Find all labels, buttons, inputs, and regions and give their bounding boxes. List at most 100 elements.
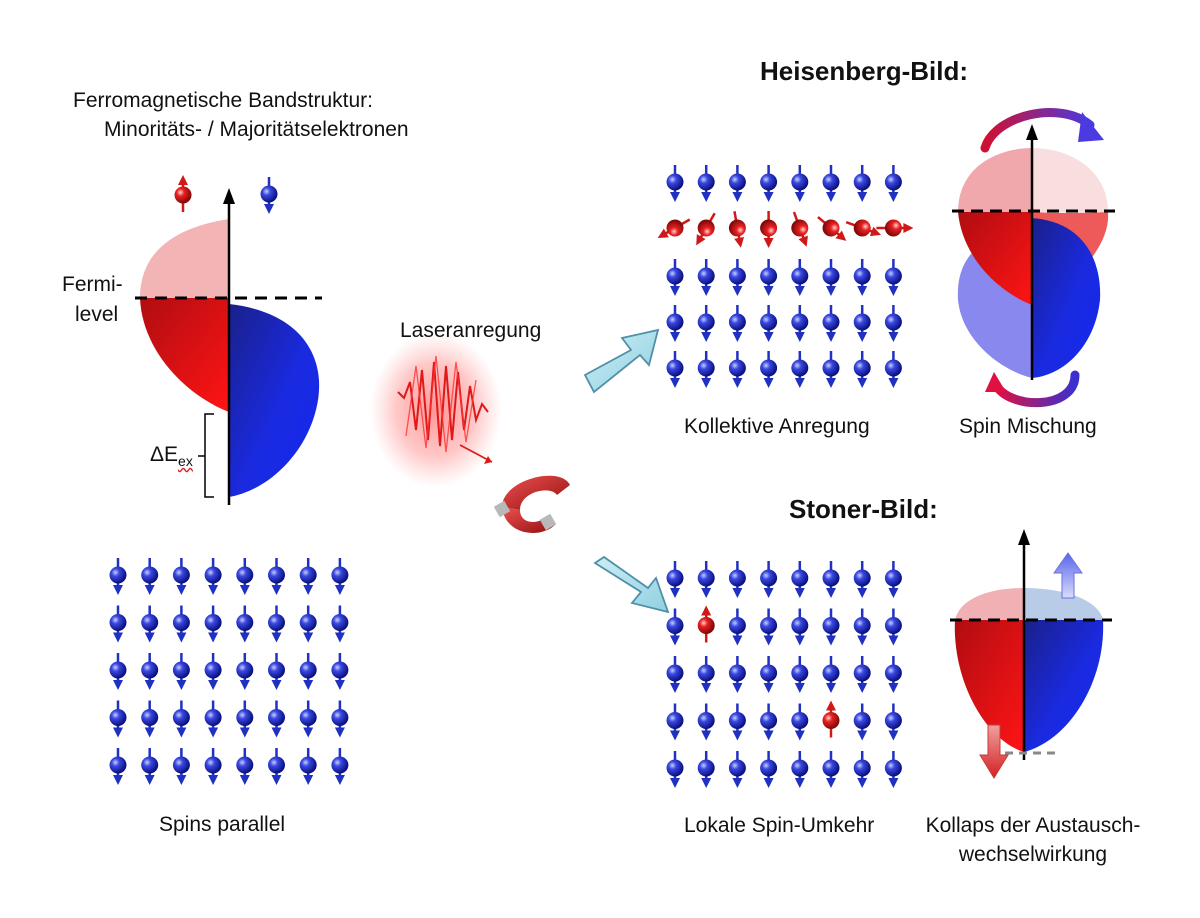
fermi-label-line2: level — [75, 303, 119, 326]
laser-label: Laseranregung — [400, 319, 542, 342]
spin-down — [758, 607, 779, 647]
spin-down — [821, 749, 841, 790]
spin-down — [852, 163, 872, 204]
spin-down — [139, 746, 160, 787]
ground-state-spin-lattice — [108, 556, 350, 787]
spin-down — [821, 559, 841, 600]
spin-down — [696, 303, 716, 344]
spin-down — [696, 749, 716, 790]
spin-down — [696, 654, 716, 695]
laser-wave — [397, 361, 489, 447]
spin-down — [790, 349, 810, 390]
spin-down — [790, 303, 810, 344]
minority-shift-down-arrow — [979, 724, 1009, 779]
spin-down — [727, 749, 748, 790]
majority-shift-up-arrow — [1053, 552, 1083, 599]
spin-down — [758, 702, 779, 742]
spin-down — [852, 257, 872, 298]
spin-down — [883, 257, 904, 298]
precessing-spin — [875, 218, 915, 238]
spin-down — [821, 654, 841, 695]
ground-state-caption: Spins parallel — [159, 813, 286, 836]
spin-mixing-diagram — [952, 108, 1115, 408]
precessing-spin — [687, 207, 724, 251]
spin-down — [235, 746, 255, 787]
spin-down — [758, 749, 779, 790]
band-structure-title-line1: Ferromagnetische Bandstruktur: — [73, 89, 373, 112]
spin-down — [330, 556, 350, 597]
spin-down — [758, 303, 779, 344]
arrow-to-stoner — [593, 555, 670, 614]
spin-down — [883, 559, 904, 600]
spin-down — [665, 349, 685, 390]
spin-down — [696, 257, 716, 298]
spin-down — [758, 163, 779, 204]
majority-spin-icon — [259, 175, 279, 216]
spin-down — [790, 607, 810, 647]
spin-down — [171, 651, 192, 692]
spin-down — [235, 699, 255, 739]
spin-down — [330, 699, 350, 739]
laser-pulse-graphic — [370, 332, 502, 488]
heisenberg-spin-wave-row — [652, 207, 915, 251]
precessing-spin — [652, 210, 696, 247]
spin-down — [852, 303, 872, 344]
spin-down — [665, 607, 685, 647]
spin-down — [883, 749, 904, 790]
spin-down — [665, 559, 685, 600]
exchange-collapse-caption-line1: Kollaps der Austausch- — [925, 814, 1141, 837]
spin-down — [298, 556, 318, 597]
spin-down — [235, 651, 255, 692]
spin-down — [203, 699, 223, 739]
spin-down — [266, 699, 287, 739]
spin-down — [727, 654, 748, 695]
spin-down — [203, 604, 223, 644]
spin-down — [883, 303, 904, 344]
spin-down — [171, 746, 192, 787]
spin-down — [139, 556, 160, 597]
exchange-subscript: ex — [178, 453, 193, 470]
laser-wave-2 — [405, 355, 477, 453]
spin-down — [330, 651, 350, 692]
spin-down — [852, 654, 872, 695]
stoner-spin-lattice — [665, 559, 904, 790]
spin-down — [665, 749, 685, 790]
spin-down — [821, 349, 841, 390]
spin-down — [758, 559, 779, 600]
exchange-symbol: ΔE — [150, 443, 179, 466]
spin-down — [235, 604, 255, 644]
minority-band-below-fermi — [140, 298, 229, 412]
spin-down — [727, 163, 748, 204]
spin-down — [758, 349, 779, 390]
spin-down — [883, 702, 904, 742]
spin-down — [790, 163, 810, 204]
spin-down — [108, 746, 128, 787]
spin-down — [235, 556, 255, 597]
spin-down — [727, 303, 748, 344]
spin-down — [727, 702, 748, 742]
spin-down — [665, 257, 685, 298]
spin-down — [665, 163, 685, 204]
fermi-label-line1: Fermi- — [62, 273, 123, 296]
arrow-to-heisenberg — [583, 328, 660, 394]
spin-down — [108, 556, 128, 597]
precessing-spin — [724, 208, 751, 251]
spin-down — [821, 607, 841, 647]
energy-axis-arrowhead — [223, 188, 235, 204]
spin-down — [883, 163, 904, 204]
heisenberg-spin-lattice — [665, 163, 904, 390]
spin-down — [266, 604, 287, 644]
spin-down — [727, 607, 748, 647]
spin-down — [852, 607, 872, 647]
local-spin-flip-caption: Lokale Spin-Umkehr — [684, 814, 875, 837]
minority-band-above-fermi — [140, 219, 229, 298]
precessing-spin — [758, 209, 779, 250]
spin-down — [171, 556, 192, 597]
spin-down — [758, 654, 779, 695]
magnet-icon — [493, 475, 570, 534]
exchange-collapse-caption: Kollaps der Austausch- wechselwirkung — [915, 813, 1151, 867]
collective-excitation-caption: Kollektive Anregung — [684, 415, 870, 438]
flipped-spin-up — [696, 604, 716, 644]
spin-down — [298, 699, 318, 739]
